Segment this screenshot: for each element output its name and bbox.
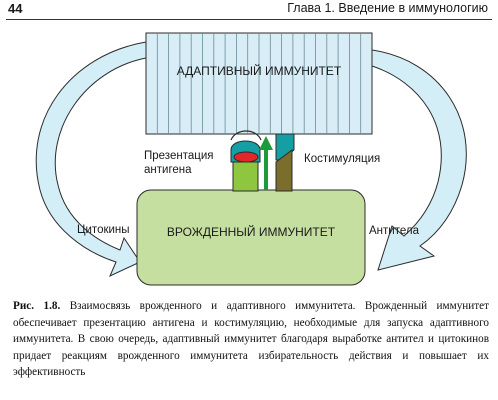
running-head: Глава 1. Введение в иммунологию (287, 1, 488, 15)
page-number: 44 (8, 1, 23, 16)
activation-arrow (259, 136, 273, 190)
header-rule (6, 19, 492, 20)
antigen-presentation-molecule (230, 130, 262, 192)
presentation-label-line1: Презентация (144, 150, 213, 162)
costimulation-molecule (275, 133, 295, 192)
cytokines-label: Цитокины (77, 224, 130, 236)
caption-text: Взаимосвязь врожденного и адаптивного им… (13, 300, 490, 378)
figure-caption: Рис. 1.8. Взаимосвязь врожденного и адап… (13, 298, 489, 381)
figure-label: Рис. 1.8. (13, 300, 61, 312)
antibodies-label: Антитела (369, 225, 420, 237)
innate-immunity-box: ВРОЖДЕННЫЙ ИММУНИТЕТ (136, 189, 366, 286)
adaptive-label: АДАПТИВНЫЙ ИММУНИТЕТ (177, 63, 342, 78)
costimulation-label: Костимуляция (304, 153, 380, 165)
adaptive-stripes (156, 33, 362, 134)
adaptive-immunity-box: АДАПТИВНЫЙ ИММУНИТЕТ (145, 32, 373, 135)
right-curved-arrow (371, 49, 467, 271)
left-curved-arrow (35, 41, 147, 278)
immunity-diagram: АДАПТИВНЫЙ ИММУНИТЕТ ВРОЖДЕННЫЙ ИММУНИТЕ… (35, 32, 467, 286)
innate-label: ВРОЖДЕННЫЙ ИММУНИТЕТ (167, 224, 336, 239)
presentation-label-line2: антигена (144, 164, 192, 176)
